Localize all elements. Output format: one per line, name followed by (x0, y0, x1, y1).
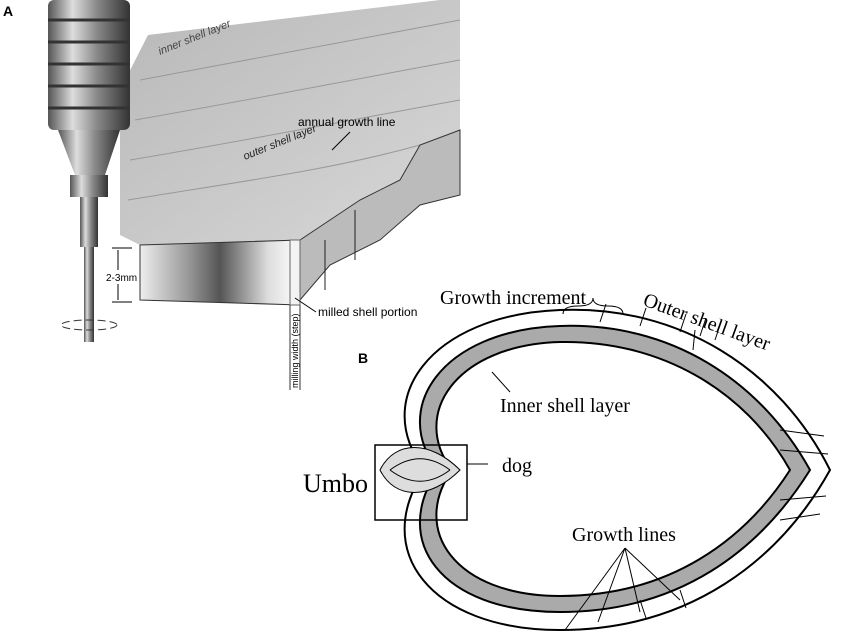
milled-block (139, 239, 301, 390)
drill-tool (48, 0, 130, 342)
growth-lines-label: Growth lines (572, 524, 676, 546)
inner-layer-arrow (491, 371, 511, 393)
annual-growth-line-label: annual growth line (298, 115, 396, 129)
dog-label: dog (502, 455, 532, 477)
umbo-box (374, 444, 468, 521)
panel-a-label: A (3, 3, 13, 19)
milled-shell-portion-label: milled shell portion (318, 305, 417, 319)
growth-line-arrow (331, 131, 351, 151)
milled-arrow (294, 297, 317, 313)
depth-label: 2-3mm (106, 273, 137, 284)
outer-layer-arrow (692, 329, 696, 351)
panel-b-label: B (358, 350, 368, 366)
shell-cross-section (379, 303, 832, 632)
shell-section-photo (120, 0, 461, 302)
umbo-label: Umbo (303, 469, 368, 498)
growth-lines-arrows (564, 547, 681, 631)
growth-increment-label: Growth increment (440, 287, 587, 309)
increment-brace (562, 297, 624, 315)
inner-shell-layer-b-label: Inner shell layer (500, 395, 630, 417)
milling-width-label: milling width (step) (290, 313, 300, 388)
